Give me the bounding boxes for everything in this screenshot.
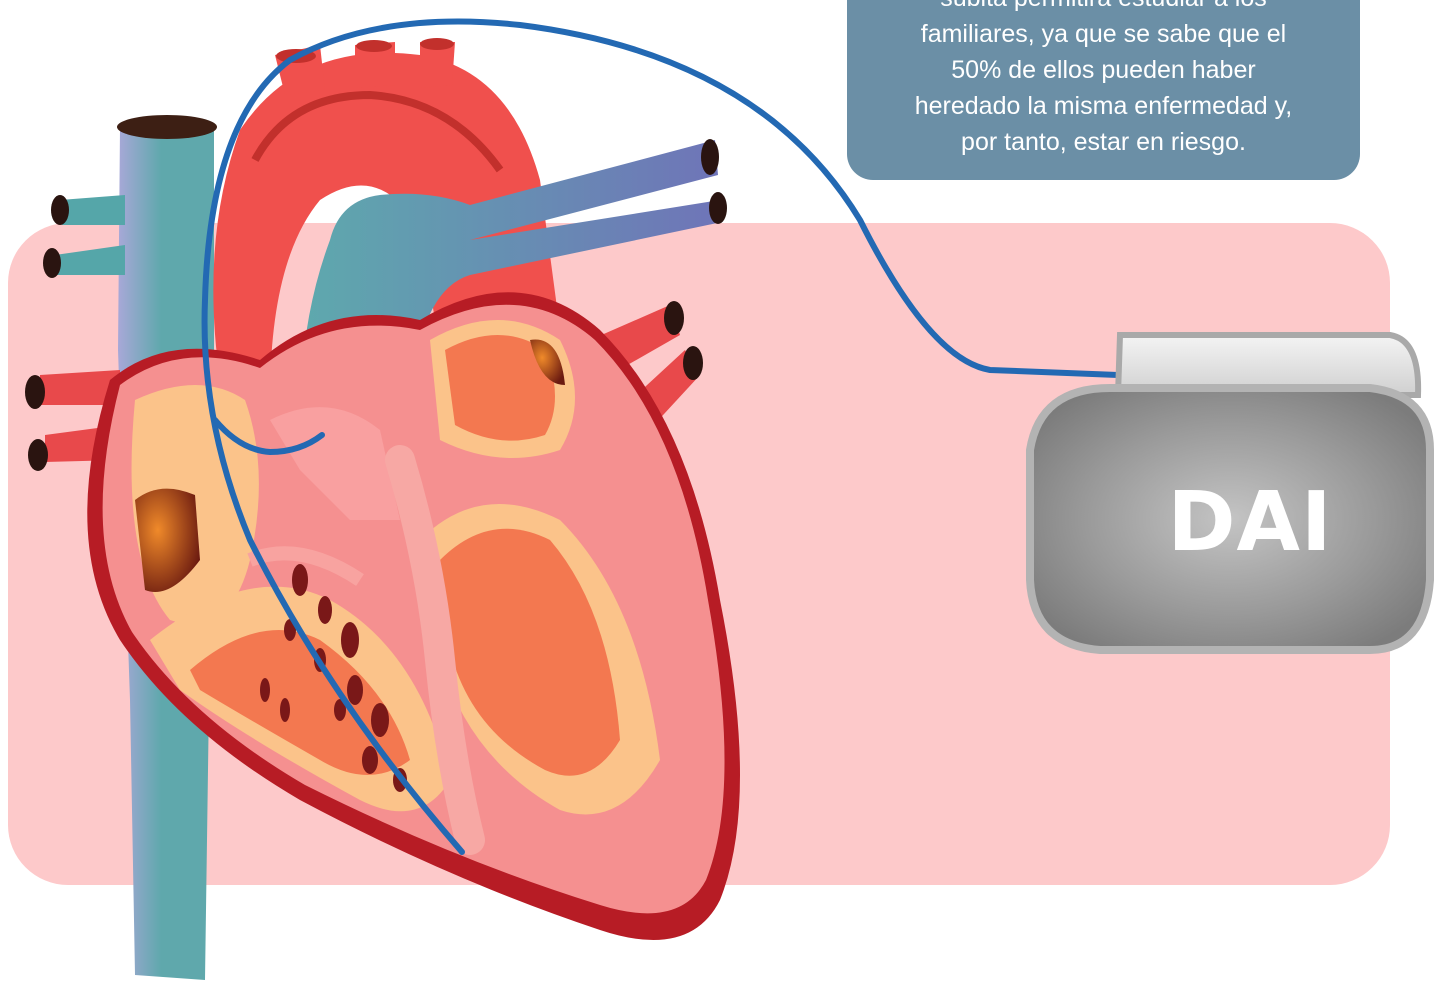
callout-line: 50% de ellos pueden haber xyxy=(847,52,1360,88)
callout-line: por tanto, estar en riesgo. xyxy=(847,124,1360,160)
callout-line: heredado la misma enfermedad y, xyxy=(847,88,1360,124)
callout-line: familiares, ya que se sabe que el xyxy=(847,16,1360,52)
callout-line: súbita permitirá estudiar a los xyxy=(847,0,1360,16)
info-callout: súbita permitirá estudiar a los familiar… xyxy=(847,0,1360,180)
dai-device-label: DAI xyxy=(1120,475,1380,570)
